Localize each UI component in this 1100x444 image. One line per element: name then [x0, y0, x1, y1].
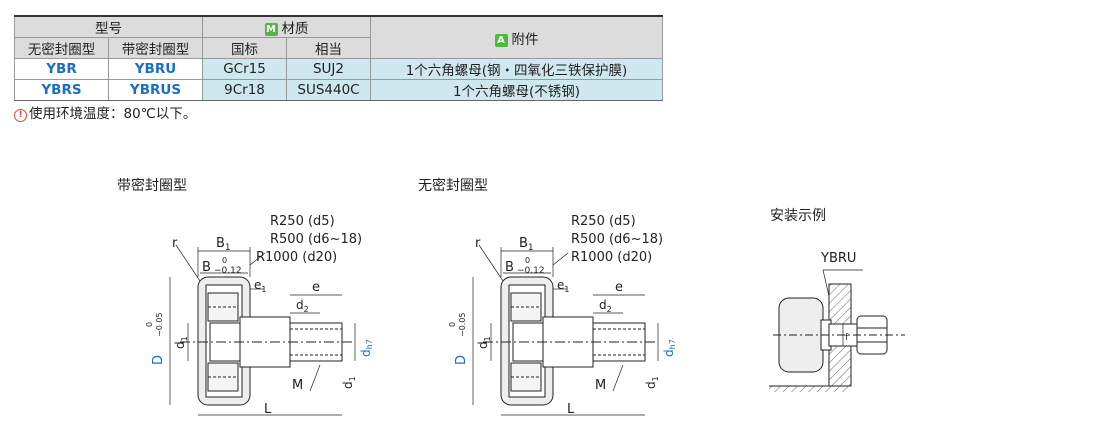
- accessory-badge-icon: A: [494, 33, 508, 47]
- label-b-tol-bottom: −0.12: [517, 266, 545, 276]
- no-seal-title: 无密封圈型: [418, 178, 488, 194]
- label-r: r: [172, 236, 178, 251]
- label-b1: B1: [216, 236, 231, 253]
- label-r250: R250 (d5): [270, 214, 335, 229]
- cell-equivalent: SUJ2: [286, 58, 371, 80]
- label-b: B: [505, 260, 514, 275]
- label-b-tol-top: 0: [222, 256, 227, 265]
- label-D: D: [454, 355, 469, 365]
- label-e1: e1: [557, 278, 569, 294]
- label-e: e: [312, 280, 320, 295]
- cell-equivalent: SUS440C: [286, 79, 371, 101]
- label-D-tol-bottom: −0.05: [155, 312, 164, 337]
- label-L: L: [264, 402, 272, 417]
- cell-with-seal: YBRU: [108, 58, 203, 80]
- label-e1: e1: [254, 278, 266, 294]
- table-row: YBRS YBRUS 9Cr18 SUS440C 1个六角螺母(不锈钢): [14, 79, 663, 101]
- label-M: M: [595, 378, 606, 393]
- label-d2: d2: [599, 298, 612, 314]
- label-f: f: [845, 333, 849, 343]
- label-r1000: R1000 (d20): [571, 250, 652, 265]
- material-badge-icon: M: [264, 23, 278, 36]
- label-b-tol-top: 0: [525, 256, 530, 265]
- cell-no-seal: YBR: [14, 58, 109, 80]
- subheader-standard: 国标: [202, 37, 287, 59]
- with-seal-title: 带密封圈型: [117, 178, 187, 194]
- header-model: 型号: [14, 15, 203, 38]
- cell-accessory: 1个六角螺母(钢・四氧化三铁保护膜): [370, 58, 663, 80]
- subheader-equivalent: 相当: [286, 37, 371, 59]
- label-r: r: [475, 236, 481, 251]
- label-L: L: [567, 402, 575, 417]
- install-title: 安装示例: [770, 208, 826, 224]
- label-d1: d1: [476, 336, 492, 349]
- no-seal-drawing: r B1 B 0 −0.12 R250 (d5) R500 (d6~18) R1…: [448, 214, 677, 417]
- label-e: e: [615, 280, 623, 295]
- label-d1-nut: d1: [644, 376, 660, 389]
- cell-standard: GCr15: [202, 58, 287, 80]
- label-D-tol-top: 0: [448, 322, 457, 327]
- label-d2: d2: [296, 298, 309, 314]
- cell-no-seal: YBRS: [14, 79, 109, 101]
- label-b: B: [202, 260, 211, 275]
- label-dh7: dh7: [662, 339, 677, 357]
- label-r250: R250 (d5): [571, 214, 636, 229]
- subheader-with-seal: 带密封圈型: [108, 37, 203, 59]
- temperature-note: !使用环境温度：80℃以下。: [14, 102, 196, 122]
- install-label-ybru: YBRU: [820, 251, 856, 266]
- label-d1: d1: [173, 336, 189, 349]
- subheader-no-seal: 无密封圈型: [14, 37, 109, 59]
- cell-with-seal: YBRUS: [108, 79, 203, 101]
- cell-accessory: 1个六角螺母(不锈钢): [370, 79, 663, 101]
- label-b1: B1: [519, 236, 534, 253]
- label-r500: R500 (d6~18): [270, 232, 362, 247]
- label-D-tol-top: 0: [145, 322, 154, 327]
- label-D-tol-bottom: −0.05: [458, 312, 467, 337]
- table-row: YBR YBRU GCr15 SUJ2 1个六角螺母(钢・四氧化三铁保护膜): [14, 58, 663, 80]
- install-example-drawing: YBRU f: [769, 251, 905, 392]
- label-b-tol-bottom: −0.12: [214, 266, 242, 276]
- cell-standard: 9Cr18: [202, 79, 287, 101]
- label-r500: R500 (d6~18): [571, 232, 663, 247]
- label-r1000: R1000 (d20): [256, 250, 337, 265]
- warning-icon: !: [14, 109, 27, 122]
- label-D: D: [151, 355, 166, 365]
- with-seal-drawing: r B1 B 0 −0.12 R250 (d5) R500 (d6~18) R1…: [145, 214, 374, 417]
- label-M: M: [292, 378, 303, 393]
- label-d1-nut: d1: [341, 376, 357, 389]
- label-dh7: dh7: [359, 339, 374, 357]
